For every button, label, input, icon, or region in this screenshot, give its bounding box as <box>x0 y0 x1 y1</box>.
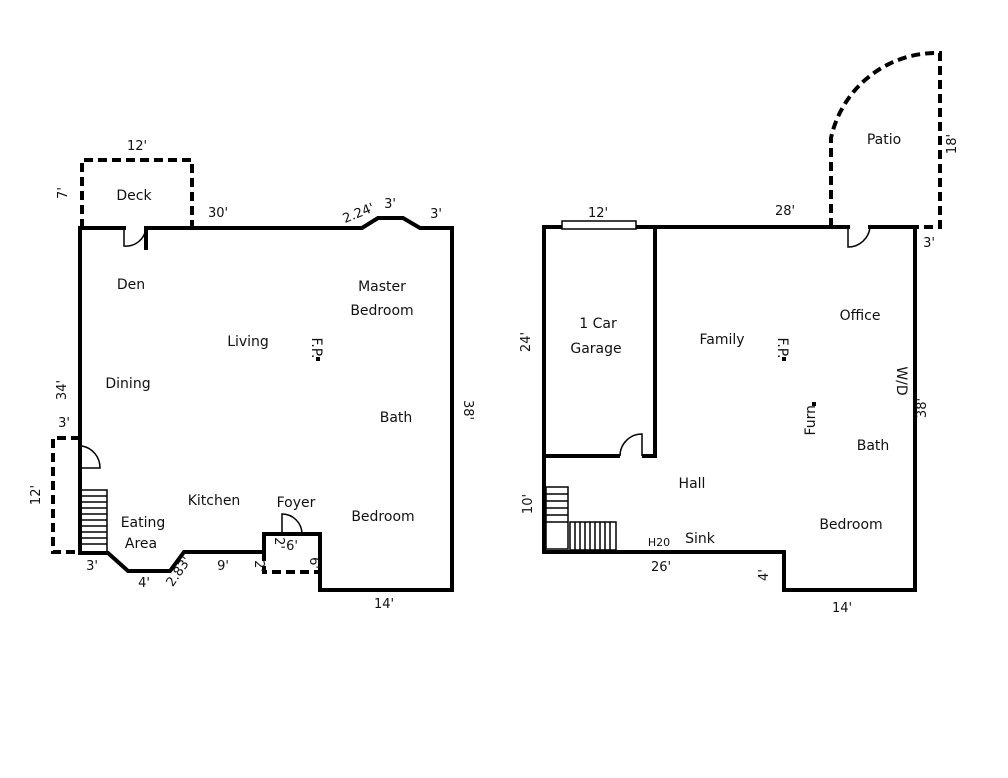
door-swing <box>281 513 303 535</box>
dim-patio-depth: 18' <box>945 134 960 154</box>
floor1-plan: Deck Den Living F.P. Master Bedroom Dini… <box>29 139 475 612</box>
room-label-master-line1: Master <box>358 279 406 295</box>
dim-top-wall: 28' <box>775 204 795 219</box>
room-label-patio: Patio <box>867 132 901 148</box>
dim-bay-right: 3' <box>430 207 442 222</box>
dim-garage-width: 12' <box>588 206 608 221</box>
furnace-mark <box>812 402 816 406</box>
room-label-bath: Bath <box>380 410 413 426</box>
staircase <box>80 489 108 553</box>
dim-foyer-inner: 2' <box>271 537 286 549</box>
door-swing <box>619 433 643 457</box>
stair-landing-outline <box>51 436 80 554</box>
room-label-living: Living <box>227 334 269 350</box>
door-swing <box>847 226 871 248</box>
staircase <box>545 486 617 551</box>
room-label-garage-line1: 1 Car <box>579 316 617 332</box>
dim-bay-mid: 3' <box>384 197 396 212</box>
dim-top-wall: 30' <box>208 206 228 221</box>
room-label-dining: Dining <box>105 376 150 392</box>
room-label-garage-line2: Garage <box>570 341 621 357</box>
dim-bottom-wall: 26' <box>651 560 671 575</box>
room-label-foyer: Foyer <box>277 495 316 511</box>
door-swing <box>81 445 101 469</box>
fireplace-label: F.P. <box>308 338 324 359</box>
garage-wall <box>642 225 657 458</box>
room-label-deck: Deck <box>116 188 152 204</box>
room-label-eating-line2: Area <box>125 536 157 552</box>
fireplace-mark <box>316 357 320 361</box>
deck-outline <box>80 158 194 228</box>
room-label-family: Family <box>699 332 744 348</box>
room-label-bath: Bath <box>857 438 890 454</box>
dim-right-wall: 38' <box>460 400 475 420</box>
dim-right-wall: 38' <box>915 398 930 418</box>
dim-left-wall: 34' <box>55 380 70 400</box>
patio-outline <box>829 50 942 229</box>
dim-deck-width: 12' <box>127 139 147 154</box>
dim-stair-landing: 12' <box>29 485 44 505</box>
fireplace-label: F.P. <box>774 338 790 359</box>
dim-bottom-right: 14' <box>832 601 852 616</box>
dim-stair-depth: 10' <box>521 494 536 514</box>
dim-bottom-right: 14' <box>374 597 394 612</box>
room-label-bedroom: Bedroom <box>819 517 882 533</box>
room-label-office: Office <box>840 308 881 324</box>
door-swing <box>123 227 147 247</box>
room-label-hall: Hall <box>679 476 706 492</box>
dim-bottom-left: 3' <box>86 559 98 574</box>
room-label-den: Den <box>117 277 145 293</box>
room-label-kitchen: Kitchen <box>188 493 241 509</box>
floor1-exterior-wall <box>78 216 454 592</box>
dim-foyer-right: 6' <box>306 557 321 569</box>
room-label-eating-line1: Eating <box>121 515 166 531</box>
dim-foyer-left: 2' <box>251 560 266 572</box>
floor2-exterior-wall <box>542 225 917 592</box>
water-heater-label: H20 <box>648 536 670 549</box>
floor2-plan: Patio 1 Car Garage Family F.P. Office W/… <box>519 50 960 616</box>
dim-foyer-width: 6' <box>286 539 298 554</box>
garage-door <box>561 220 637 230</box>
dim-deck-depth: 7' <box>56 187 71 199</box>
washer-dryer-label: W/D <box>893 366 909 395</box>
room-label-master-line2: Bedroom <box>350 303 413 319</box>
sink-label: Sink <box>685 531 716 547</box>
furnace-label: Furn. <box>803 401 819 436</box>
foyer-landing-outline <box>262 552 320 574</box>
dim-left-offset: 3' <box>58 416 70 431</box>
dim-garage-depth: 24' <box>519 332 534 352</box>
fireplace-mark <box>782 357 786 361</box>
dim-bottom-bay: 4' <box>138 576 150 591</box>
dim-bottom-step: 4' <box>757 569 772 581</box>
room-label-bedroom: Bedroom <box>351 509 414 525</box>
dim-bottom-kitchen: 9' <box>217 559 229 574</box>
dim-patio-offset: 3' <box>923 236 935 251</box>
